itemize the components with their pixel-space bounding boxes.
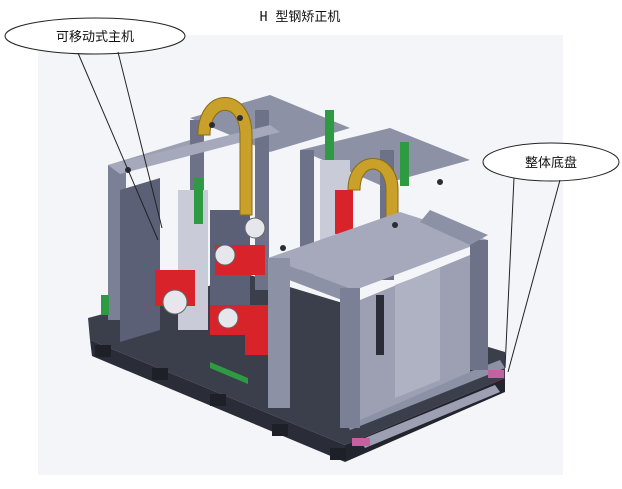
chassis-foot [330, 448, 346, 460]
leader-line-left [117, 51, 163, 229]
roller-assembly [155, 190, 353, 355]
chassis-pad [352, 438, 370, 446]
chassis-foot [210, 394, 226, 406]
diagram-title: H 型钢矫正机 [259, 10, 341, 25]
leader-line-right [507, 179, 561, 373]
chassis-foot [272, 424, 288, 436]
hydraulic-rod [194, 178, 203, 224]
callout-label-left: 可移动式主机 [56, 30, 134, 45]
mounting-bolts [125, 115, 443, 251]
callout-bubble-left [4, 17, 186, 55]
leader-line-left [77, 52, 159, 241]
callout-label-right: 整体底盘 [525, 155, 577, 171]
hydraulic-rod [325, 110, 334, 160]
chassis-foot [95, 345, 111, 357]
chassis-pad [488, 370, 504, 378]
hydraulic-rod [101, 295, 109, 315]
front-frame [268, 210, 488, 428]
rail-strip [210, 362, 248, 384]
leader-line-right [504, 177, 515, 369]
lifting-hook [197, 97, 253, 216]
chassis-foot [152, 368, 168, 380]
callout-bubble-right [482, 142, 620, 182]
hydraulic-rod [400, 142, 409, 186]
